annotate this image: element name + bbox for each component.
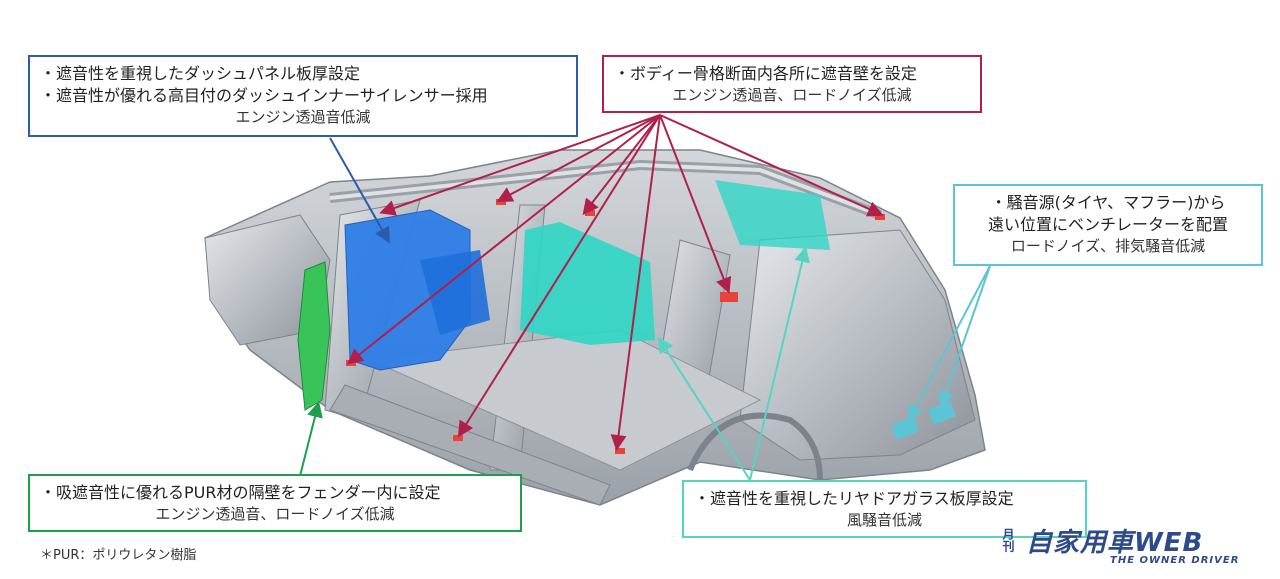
callout-line: ・遮音性が優れる高目付のダッシュインナーサイレンサー採用 bbox=[40, 86, 488, 106]
callout-line: ・吸遮音性に優れるPUR材の隔壁をフェンダー内に設定 bbox=[40, 483, 441, 502]
callout-effect: エンジン透過音、ロードノイズ低減 bbox=[155, 505, 395, 524]
body-leader-line bbox=[496, 114, 661, 202]
body-leader-line bbox=[659, 114, 884, 217]
footnote: ＊PUR：ポリウレタン樹脂 bbox=[40, 548, 197, 563]
body-leader-lines bbox=[346, 114, 884, 451]
pur-leader-line bbox=[299, 401, 323, 477]
callout-line: ・ボディー骨格断面内各所に遮音壁を設定 bbox=[614, 64, 917, 83]
sound-wall-marker bbox=[875, 214, 885, 220]
dash-leader-line bbox=[329, 137, 390, 244]
callout-effect: エンジン透過音低減 bbox=[235, 108, 371, 127]
callout-line: ・遮音性を重視したリヤドアガラス板厚設定 bbox=[694, 489, 1014, 508]
body-leader-line bbox=[610, 114, 661, 451]
dash-panel-callout: ・遮音性を重視したダッシュパネル板厚設定 ・遮音性が優れる高目付のダッシュインナ… bbox=[28, 55, 578, 137]
logo-subtitle: THE OWNER DRIVER bbox=[1110, 555, 1240, 566]
sound-wall-marker bbox=[496, 199, 506, 205]
rear-quarter-glass bbox=[715, 180, 830, 250]
ventilator-callout: ・騒音源(タイヤ、マフラー)から 遠い位置にベンチレーターを配置 ロードノイズ、… bbox=[953, 184, 1263, 266]
body-leader-line bbox=[346, 114, 661, 365]
vent-leader-line bbox=[938, 265, 991, 408]
pur-fender-baffle bbox=[297, 261, 331, 411]
callout-effect: ロードノイズ、排気騒音低減 bbox=[1010, 237, 1206, 256]
body-leader-line bbox=[379, 114, 661, 216]
glass-leader-line bbox=[657, 336, 751, 481]
logo-mark: 月刊 bbox=[1001, 528, 1015, 552]
vent-leader-line bbox=[908, 265, 991, 422]
callout-effect: 風騒音低減 bbox=[846, 511, 922, 530]
body-leader-line bbox=[457, 114, 661, 438]
glass-leader-line bbox=[749, 246, 810, 481]
pur-baffle-callout: ・吸遮音性に優れるPUR材の隔壁をフェンダー内に設定 エンジン透過音、ロードノイ… bbox=[28, 474, 522, 532]
body-skeleton-callout: ・ボディー骨格断面内各所に遮音壁を設定 エンジン透過音、ロードノイズ低減 bbox=[602, 55, 982, 113]
sound-wall-marker bbox=[720, 292, 738, 302]
dash-silencer bbox=[420, 250, 490, 335]
ventilator bbox=[890, 416, 920, 440]
logo-title: 自家用車WEB bbox=[1026, 528, 1204, 558]
site-logo[interactable]: 月刊 自家用車WEB THE OWNER DRIVER bbox=[1000, 524, 1262, 570]
callout-effect: エンジン透過音、ロードノイズ低減 bbox=[672, 86, 912, 105]
callout-line: ・遮音性を重視したダッシュパネル板厚設定 bbox=[40, 64, 361, 83]
sound-wall-marker bbox=[453, 435, 463, 441]
sound-wall-marker bbox=[615, 448, 625, 454]
rear-door-glass-callout: ・遮音性を重視したリヤドアガラス板厚設定 風騒音低減 bbox=[682, 480, 1087, 538]
callout-line: 遠い位置にベンチレーターを配置 bbox=[987, 215, 1228, 235]
body-leader-line bbox=[659, 114, 732, 294]
callout-line: ・騒音源(タイヤ、マフラー)から bbox=[990, 193, 1226, 212]
rear-door-glass bbox=[520, 222, 655, 345]
body-leader-line bbox=[582, 114, 661, 216]
